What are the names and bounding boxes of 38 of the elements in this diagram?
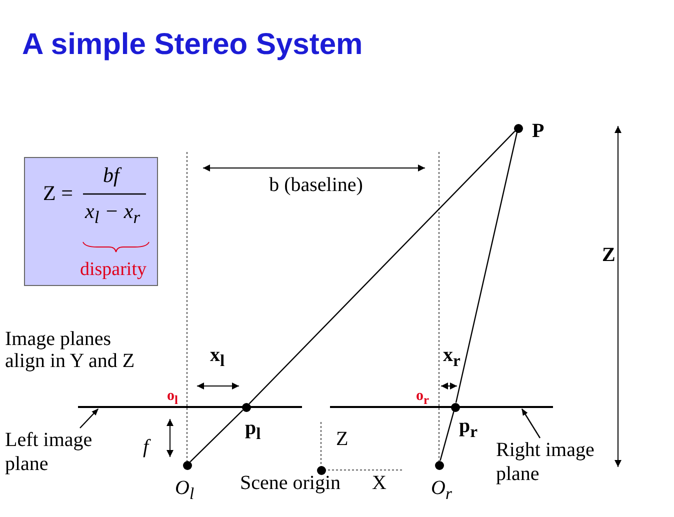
dimension-label: x$_{r}$ (443, 344, 460, 370)
disparity-label: disparity (80, 260, 146, 281)
denominator: x$_{l}$ − x$_{r}$ (85, 200, 140, 228)
dimension-label: x$_{l}$ (210, 344, 225, 370)
focal-length-label: f (143, 436, 149, 458)
point-label: O$_{r}$ (431, 477, 452, 504)
ray-line (248, 130, 516, 404)
point-marker (434, 460, 444, 470)
point-marker (316, 466, 326, 474)
point-marker (450, 402, 460, 412)
axis-label: X (372, 472, 386, 494)
point-label: P (532, 120, 544, 142)
axis-label: Z (336, 428, 348, 450)
callout-text: Right image plane (496, 438, 596, 486)
numerator: bf (103, 164, 120, 188)
principal-point-label: o$_{r}$ (416, 388, 430, 408)
callout-text: Left image plane (5, 428, 94, 476)
note-text: Image planes align in Y and Z (5, 328, 136, 372)
image-plane-line (78, 406, 302, 408)
point-label: Scene origin (240, 472, 341, 494)
principal-point-label: o$_{l}$ (167, 388, 178, 408)
image-plane-line (330, 406, 553, 408)
point-label: p$_{r}$ (459, 415, 478, 442)
depth-label: Z (602, 244, 616, 266)
formula-box (24, 157, 158, 286)
point-marker (242, 402, 250, 412)
ray-line (190, 410, 244, 462)
point-label: O$_{l}$ (175, 477, 194, 504)
baseline-label: b (baseline) (268, 174, 364, 196)
title: A simple Stereo System (22, 28, 363, 61)
leader-line (80, 408, 98, 428)
ray-line (455, 132, 518, 403)
point-label: p$_{l}$ (245, 417, 261, 444)
leader-line (522, 408, 540, 438)
point-marker (182, 460, 192, 470)
point-marker (514, 124, 522, 132)
formula-term: Z = (43, 182, 73, 206)
ray-line (440, 411, 454, 461)
